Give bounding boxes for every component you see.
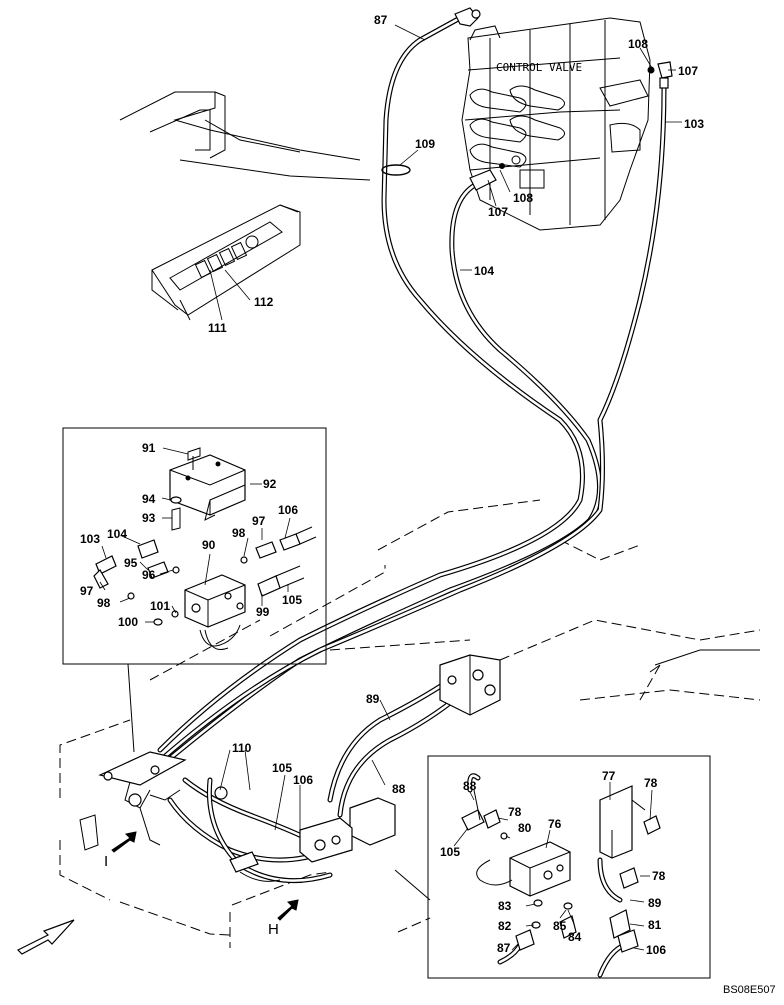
hose-89 [327,677,453,803]
callout-82: 82 [498,919,512,933]
callout-99: 99 [256,605,270,619]
callout-88-inset: 88 [463,779,477,793]
wire-connector [229,851,281,882]
hose-87 [157,15,585,753]
view-arrow-h [277,899,299,921]
callout-78-left: 78 [508,805,522,819]
callout-103-inset: 103 [80,532,100,546]
callout-104: 104 [474,264,494,278]
callout-103: 103 [684,117,704,131]
callout-109: 109 [415,137,435,151]
view-label-h: H [268,921,279,938]
callout-84: 84 [568,930,582,944]
callout-78-top: 78 [644,776,658,790]
view-label-i: I [104,853,108,870]
callout-100: 100 [118,615,138,629]
leader-lines [99,24,682,951]
callout-106: 106 [293,773,313,787]
callout-92: 92 [263,477,277,491]
callout-111: 111 [208,321,227,335]
callout-110: 110 [232,741,252,755]
control-valve-label: CONTROL VALVE [496,61,582,74]
hose-88 [337,692,463,818]
front-direction-arrow [16,919,75,955]
callout-108-lower: 108 [513,191,533,205]
callout-90: 90 [202,538,216,552]
control-valve: CONTROL VALVE [461,17,651,231]
callout-105-inset: 105 [282,593,302,607]
callout-107-upper: 107 [678,64,698,78]
pilot-bracket [98,751,187,846]
callout-112: 112 [254,295,274,309]
callout-83: 83 [498,899,512,913]
callouts-main: 87 108 107 103 109 108 107 104 112 111 8… [208,13,704,796]
callout-98-lower: 98 [97,596,111,610]
callout-81: 81 [648,918,662,932]
callout-105: 105 [272,761,292,775]
callout-106-inset-r: 106 [646,943,666,957]
drawing-code: BS08E507 [723,984,776,996]
callout-97-upper: 97 [252,514,266,528]
callout-91: 91 [142,441,156,455]
callout-93: 93 [142,511,156,525]
callout-89: 89 [366,692,380,706]
callout-89-inset: 89 [648,896,662,910]
callout-88: 88 [392,782,406,796]
callout-87-inset: 87 [497,941,511,955]
callout-108-upper: 108 [628,37,648,51]
inset-right [427,755,711,979]
valve-block-lower [299,797,431,901]
fitting-107-lower [469,163,505,191]
fitting-87-elbow [454,7,481,27]
callout-85: 85 [553,919,567,933]
hose-106 [182,777,313,843]
callout-106-inset: 106 [278,503,298,517]
callout-80: 80 [518,821,532,835]
callout-96: 96 [142,568,156,582]
callout-104-inset: 104 [107,527,127,541]
callout-94: 94 [142,492,156,506]
inset-left [62,427,327,753]
callout-78-right: 78 [652,869,666,883]
callout-105-inset-r: 105 [440,845,460,859]
clamp-109 [381,164,411,176]
callout-87: 87 [374,13,388,27]
callout-97-lower: 97 [80,584,94,598]
valve-block-upper [439,654,501,716]
lock-lever-box [151,204,301,321]
callouts-inset-left: 91 92 94 93 106 98 97 103 104 90 95 96 9… [80,441,302,629]
clamp-110 [214,786,228,800]
callout-77: 77 [602,769,616,783]
callouts-inset-right: 88 77 78 78 80 76 105 78 89 83 85 81 82 … [440,769,666,957]
callout-95: 95 [124,556,138,570]
machine-frame [59,91,761,948]
callout-107-lower: 107 [488,205,508,219]
view-arrow-i [111,831,137,853]
fitting-107-upper [647,61,673,89]
callout-76: 76 [548,817,562,831]
hose-103 [152,85,667,768]
callout-98-upper: 98 [232,526,246,540]
callout-101: 101 [150,599,170,613]
